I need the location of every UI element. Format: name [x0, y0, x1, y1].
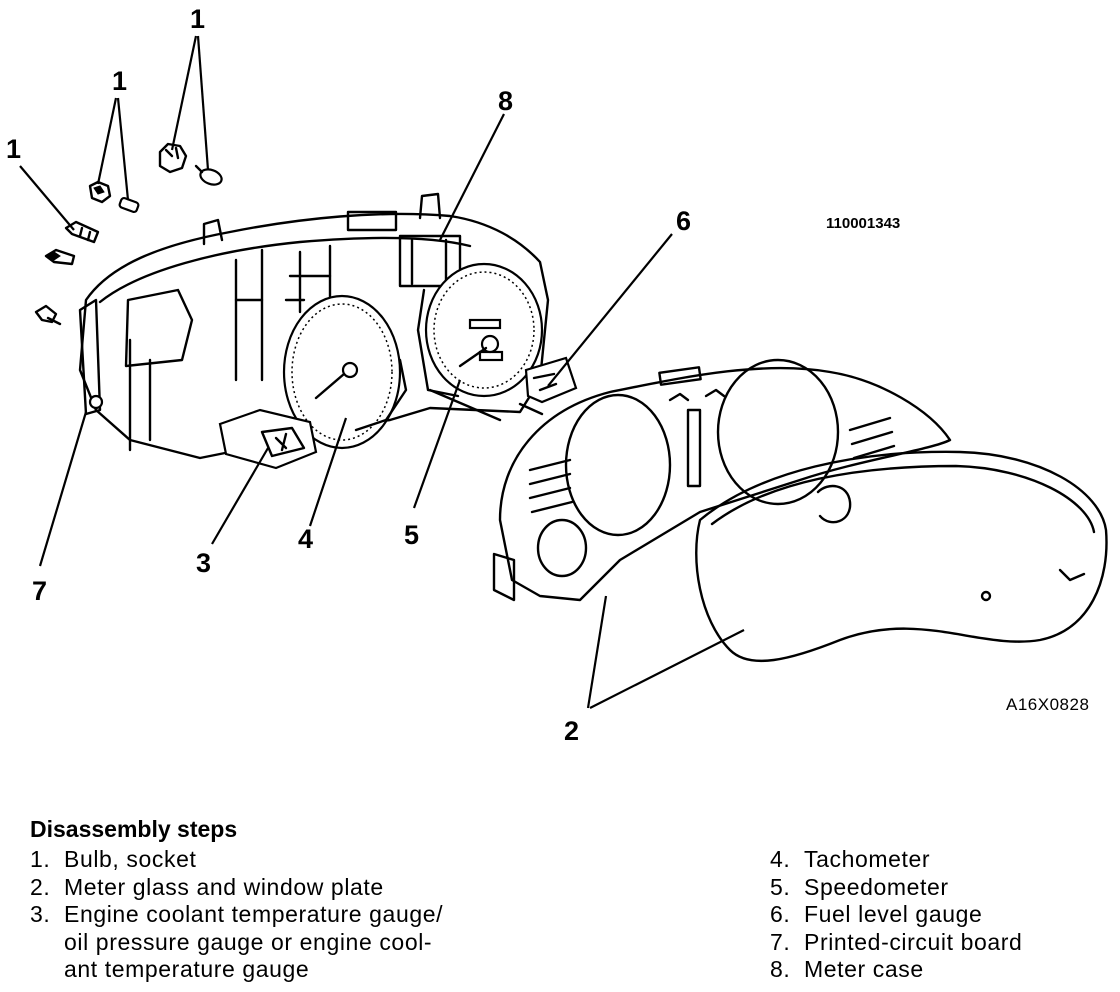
legend-item-text: ant temperature gauge [64, 956, 310, 982]
figure-code: A16X0828 [1006, 695, 1089, 714]
callout-1-top: 1 [190, 4, 205, 34]
legend-item-8: 8. Meter case [770, 956, 1022, 984]
legend-item-text: oil pressure gauge or engine cool- [64, 928, 433, 955]
legend-item-number: 2. [30, 873, 51, 900]
legend-item-text: Printed-circuit board [804, 928, 1023, 955]
callout-7: 7 [32, 576, 47, 606]
exploded-view-diagram: 1 1 1 2 3 4 5 6 7 8 110001343 A16X0828 [6, 4, 1108, 746]
callout-1-middle: 1 [112, 66, 127, 96]
disassembly-steps-legend: Disassembly steps 1. Bulb, socket 2. Met… [0, 808, 1120, 992]
callout-2: 2 [564, 716, 579, 746]
bulb-socket-parts [34, 142, 223, 326]
legend-item-number: 3. [30, 901, 51, 927]
legend-item-7: 7. Printed-circuit board [770, 929, 1022, 957]
legend-item-3-continued: ant temperature gauge [30, 956, 443, 984]
legend-right-column: 4. Tachometer 5. Speedometer 6. Fuel lev… [770, 846, 1022, 984]
legend-item-number: 1. [30, 846, 51, 872]
legend-item-number: 5. [770, 873, 791, 900]
legend-title: Disassembly steps [30, 816, 238, 842]
legend-item-3: 3. Engine coolant temperature gauge/ [30, 901, 443, 929]
callout-3: 3 [196, 548, 211, 578]
legend-item-3-continued: oil pressure gauge or engine cool- [30, 929, 443, 957]
legend-left-column: 1. Bulb, socket 2. Meter glass and windo… [30, 846, 443, 984]
legend-item-number: 7. [770, 928, 791, 955]
legend-item-number: 8. [770, 956, 791, 982]
meter-case-assembly [78, 192, 578, 470]
legend-item-text: Engine coolant temperature gauge/ [64, 901, 444, 927]
legend-item-number: 6. [770, 901, 791, 927]
legend-item-text: Bulb, socket [64, 846, 197, 872]
meter-glass [695, 450, 1108, 663]
callout-1-left: 1 [6, 134, 21, 164]
legend-item-6: 6. Fuel level gauge [770, 901, 1022, 929]
legend-item-2: 2. Meter glass and window plate [30, 874, 443, 902]
legend-item-text: Meter case [804, 956, 924, 982]
callout-5: 5 [404, 520, 419, 550]
legend-item-text: Speedometer [804, 873, 949, 900]
legend-item-text: Fuel level gauge [804, 901, 983, 927]
legend-item-4: 4. Tachometer [770, 846, 1022, 874]
callout-6: 6 [676, 206, 691, 236]
part-code: 110001343 [826, 215, 900, 232]
callout-4: 4 [298, 524, 313, 554]
legend-item-text: Meter glass and window plate [64, 873, 384, 900]
callout-8: 8 [498, 86, 513, 116]
legend-item-number: 4. [770, 846, 791, 872]
legend-item-text: Tachometer [804, 846, 931, 872]
legend-item-5: 5. Speedometer [770, 874, 1022, 902]
callout-labels: 1 1 1 2 3 4 5 6 7 8 [6, 4, 691, 746]
legend-item-1: 1. Bulb, socket [30, 846, 443, 874]
leader-lines [19, 35, 745, 709]
window-plate [492, 358, 952, 602]
